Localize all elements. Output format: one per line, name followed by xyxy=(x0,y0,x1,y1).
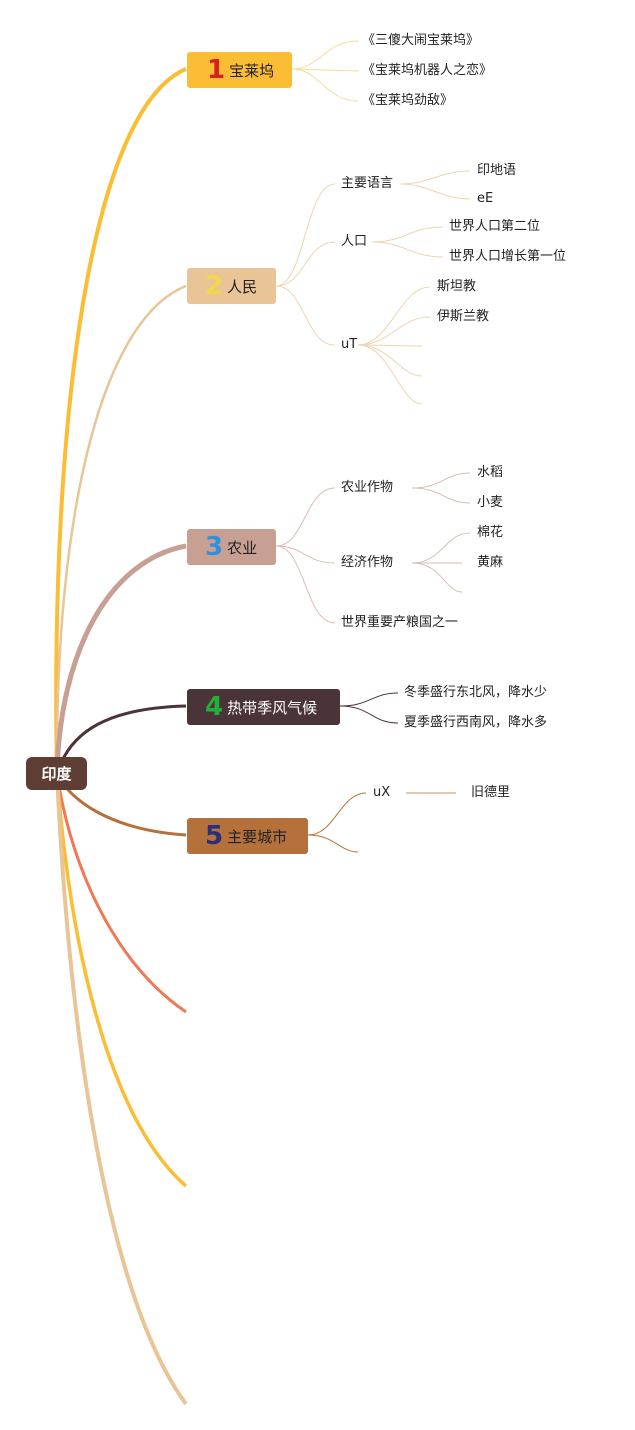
leaf-movie-2[interactable]: 《宝莱坞机器人之恋》 xyxy=(362,63,493,78)
sub-ux[interactable]: uX xyxy=(373,785,391,800)
branch-label: 宝莱坞 xyxy=(229,61,275,80)
root-node-india[interactable]: 印度 xyxy=(26,757,87,790)
link-root-3 xyxy=(54,543,187,775)
branch-node-cities[interactable]: 5 主要城市 xyxy=(187,818,308,854)
sub-population[interactable]: 人口 xyxy=(341,234,368,249)
branch-label: 主要城市 xyxy=(227,827,288,846)
leaf-rice[interactable]: 水稻 xyxy=(477,465,504,480)
link-root-2 xyxy=(55,284,187,775)
sub-ut[interactable]: uT xyxy=(341,337,358,352)
leaf-summer-monsoon[interactable]: 夏季盛行西南风，降水多 xyxy=(404,715,548,730)
branch-node-people[interactable]: 2 人民 xyxy=(187,268,276,304)
link-root-8 xyxy=(55,773,188,1406)
branch-number: 2 xyxy=(205,271,224,301)
sub-crops[interactable]: 农业作物 xyxy=(341,480,394,495)
branch-number: 1 xyxy=(207,55,226,85)
leaf-wheat[interactable]: 小麦 xyxy=(477,495,504,510)
branch-node-bollywood[interactable]: 1 宝莱坞 xyxy=(187,52,292,88)
leaf-hindi[interactable]: 印地语 xyxy=(477,163,517,178)
branch-label: 人民 xyxy=(227,277,258,296)
leaf-population-2nd[interactable]: 世界人口第二位 xyxy=(449,219,541,234)
sub-grain-producer[interactable]: 世界重要产粮国之一 xyxy=(341,615,459,630)
link-root-7 xyxy=(55,773,188,1188)
leaf-movie-3[interactable]: 《宝莱坞劲敌》 xyxy=(362,93,454,108)
branch-label: 热带季风气候 xyxy=(227,698,318,717)
sub-main-language[interactable]: 主要语言 xyxy=(341,176,394,191)
leaf-growth-1st[interactable]: 世界人口增长第一位 xyxy=(449,249,567,264)
branch-number: 5 xyxy=(205,821,224,851)
leaf-movie-1[interactable]: 《三傻大闹宝莱坞》 xyxy=(362,33,480,48)
branch-node-agriculture[interactable]: 3 农业 xyxy=(187,529,276,565)
link-root-6 xyxy=(55,773,187,1014)
leaf-jute[interactable]: 黄麻 xyxy=(477,555,504,570)
leaf-religion-islam[interactable]: 伊斯兰教 xyxy=(437,309,490,324)
leaf-winter-monsoon[interactable]: 冬季盛行东北风，降水少 xyxy=(404,685,548,700)
link-root-1 xyxy=(54,67,187,775)
leaf-cotton[interactable]: 棉花 xyxy=(477,525,504,540)
branch-label: 农业 xyxy=(227,538,258,557)
leaf-ee[interactable]: eE xyxy=(477,191,494,206)
branch-number: 3 xyxy=(205,532,224,562)
branch-number: 4 xyxy=(205,692,224,722)
leaf-old-delhi[interactable]: 旧德里 xyxy=(471,785,511,800)
branch-node-climate[interactable]: 4 热带季风气候 xyxy=(187,689,340,725)
leaf-religion-1[interactable]: 斯坦教 xyxy=(437,279,477,294)
sub-cash-crops[interactable]: 经济作物 xyxy=(341,555,394,570)
